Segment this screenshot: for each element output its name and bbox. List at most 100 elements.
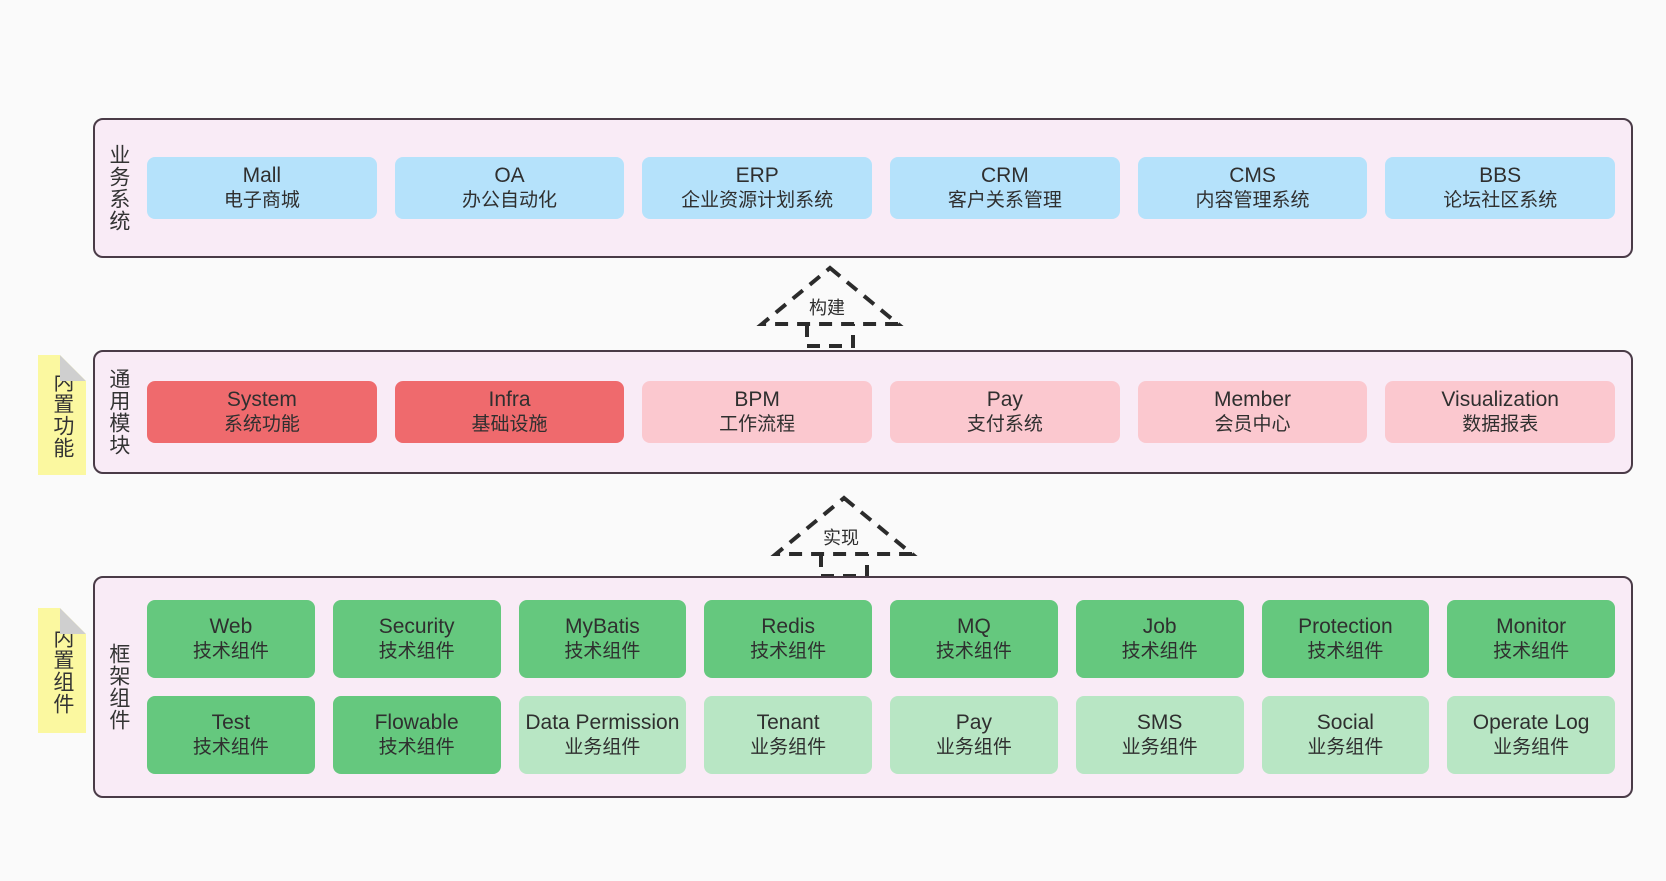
- card-title: SMS: [1136, 710, 1183, 734]
- card-subtitle: 业务组件: [935, 737, 1012, 759]
- card-subtitle: 数据报表: [1462, 414, 1539, 436]
- card-subtitle: 技术组件: [1121, 641, 1198, 663]
- card-title: Operate Log: [1472, 710, 1590, 734]
- card-visualization[interactable]: Visualization 数据报表: [1385, 380, 1616, 444]
- card-title: BPM: [734, 387, 780, 411]
- connector-build-label: 构建: [809, 298, 845, 318]
- card-title: Pay: [955, 710, 992, 734]
- card-mybatis[interactable]: MyBatis 技术组件: [518, 600, 687, 678]
- card-title: System: [226, 387, 297, 411]
- card-subtitle: 支付系统: [966, 414, 1043, 436]
- card-erp[interactable]: ERP 企业资源计划系统: [642, 156, 873, 220]
- card-subtitle: 论坛社区系统: [1443, 190, 1558, 212]
- card-subtitle: 基础设施: [471, 414, 548, 436]
- card-cms[interactable]: CMS 内容管理系统: [1137, 156, 1368, 220]
- card-monitor[interactable]: Monitor 技术组件: [1447, 600, 1615, 678]
- card-subtitle: 技术组件: [1493, 641, 1570, 663]
- sticky-note-text: 内置组件: [50, 626, 74, 715]
- card-subtitle: 技术组件: [1307, 641, 1384, 663]
- card-mall[interactable]: Mall 电子商城: [147, 156, 377, 220]
- layer-title-business-system: 业务系统: [106, 144, 130, 232]
- card-title: Tenant: [756, 710, 820, 734]
- card-title: Data Permission: [525, 710, 680, 734]
- card-subtitle: 内容管理系统: [1195, 190, 1310, 212]
- card-data-permission[interactable]: Data Permission 业务组件: [518, 696, 687, 774]
- card-title: Infra: [488, 387, 531, 411]
- card-subtitle: 技术组件: [378, 737, 455, 759]
- layer-framework-components: 框架组件 Web 技术组件 Security 技术组件 MyBatis 技术组件…: [93, 576, 1633, 798]
- card-tenant[interactable]: Tenant 业务组件: [704, 696, 872, 774]
- card-subtitle: 业务组件: [564, 737, 641, 759]
- card-bbs[interactable]: BBS 论坛社区系统: [1385, 156, 1616, 220]
- connector-implement-label: 实现: [823, 528, 859, 548]
- card-row: System 系统功能 Infra 基础设施 BPM 工作流程 Pay 支付系统…: [147, 380, 1616, 444]
- card-title: OA: [494, 163, 525, 187]
- card-subtitle: 技术组件: [564, 641, 641, 663]
- card-title: Security: [378, 614, 455, 638]
- card-security[interactable]: Security 技术组件: [332, 600, 501, 678]
- card-title: Redis: [761, 614, 815, 638]
- card-subtitle: 电子商城: [223, 190, 300, 212]
- card-subtitle: 办公自动化: [462, 190, 558, 212]
- card-subtitle: 技术组件: [192, 641, 269, 663]
- layer-body-framework-components: Web 技术组件 Security 技术组件 MyBatis 技术组件 Redi…: [141, 578, 1631, 796]
- arrow-stem: [819, 554, 869, 578]
- card-subtitle: 技术组件: [192, 737, 269, 759]
- card-title: Test: [211, 710, 251, 734]
- card-title: BBS: [1479, 163, 1522, 187]
- card-subtitle: 工作流程: [719, 414, 796, 436]
- layer-body-common-modules: System 系统功能 Infra 基础设施 BPM 工作流程 Pay 支付系统…: [141, 352, 1631, 472]
- card-pay[interactable]: Pay 支付系统: [890, 380, 1120, 444]
- card-title: Social: [1316, 710, 1374, 734]
- card-subtitle: 业务组件: [750, 737, 827, 759]
- card-title: Pay: [986, 387, 1023, 411]
- layer-title-common-modules: 通用模块: [106, 368, 130, 456]
- card-social[interactable]: Social 业务组件: [1261, 696, 1430, 774]
- card-title: Monitor: [1496, 614, 1567, 638]
- sticky-note-builtin-features: 内置功能: [38, 355, 86, 475]
- sticky-note-builtin-components: 内置组件: [38, 608, 86, 733]
- card-oa[interactable]: OA 办公自动化: [394, 156, 625, 220]
- card-title: Visualization: [1441, 387, 1559, 411]
- card-crm[interactable]: CRM 客户关系管理: [890, 156, 1120, 220]
- card-member[interactable]: Member 会员中心: [1137, 380, 1368, 444]
- card-title: Flowable: [374, 710, 459, 734]
- card-subtitle: 系统功能: [223, 414, 300, 436]
- layer-title-framework-components: 框架组件: [106, 643, 130, 731]
- layer-business-system: 业务系统 Mall 电子商城 OA 办公自动化 ERP 企业资源计划系统 CRM…: [93, 118, 1633, 258]
- card-subtitle: 客户关系管理: [947, 190, 1062, 212]
- card-bpm[interactable]: BPM 工作流程: [642, 380, 873, 444]
- layer-common-modules: 通用模块 System 系统功能 Infra 基础设施 BPM 工作流程 Pay…: [93, 350, 1633, 474]
- card-infra[interactable]: Infra 基础设施: [394, 380, 625, 444]
- card-system[interactable]: System 系统功能: [147, 380, 377, 444]
- card-sms[interactable]: SMS 业务组件: [1075, 696, 1244, 774]
- card-pay-component[interactable]: Pay 业务组件: [890, 696, 1058, 774]
- card-title: Job: [1142, 614, 1177, 638]
- card-title: CMS: [1229, 163, 1276, 187]
- layer-body-business-system: Mall 电子商城 OA 办公自动化 ERP 企业资源计划系统 CRM 客户关系…: [141, 120, 1631, 256]
- card-operate-log[interactable]: Operate Log 业务组件: [1447, 696, 1615, 774]
- folded-corner-icon: [60, 608, 86, 634]
- card-title: CRM: [980, 163, 1029, 187]
- card-flowable[interactable]: Flowable 技术组件: [332, 696, 501, 774]
- card-web[interactable]: Web 技术组件: [147, 600, 315, 678]
- card-title: ERP: [735, 163, 779, 187]
- card-subtitle: 业务组件: [1307, 737, 1384, 759]
- card-row: Web 技术组件 Security 技术组件 MyBatis 技术组件 Redi…: [147, 600, 1615, 678]
- card-subtitle: 技术组件: [750, 641, 827, 663]
- card-subtitle: 会员中心: [1214, 414, 1291, 436]
- card-job[interactable]: Job 技术组件: [1075, 600, 1244, 678]
- arrow-stem: [805, 324, 855, 348]
- card-protection[interactable]: Protection 技术组件: [1261, 600, 1430, 678]
- sticky-note-text: 内置功能: [50, 371, 74, 459]
- card-row: Test 技术组件 Flowable 技术组件 Data Permission …: [147, 696, 1615, 774]
- card-redis[interactable]: Redis 技术组件: [704, 600, 872, 678]
- card-subtitle: 企业资源计划系统: [681, 190, 834, 212]
- card-subtitle: 技术组件: [378, 641, 455, 663]
- card-test[interactable]: Test 技术组件: [147, 696, 315, 774]
- card-subtitle: 业务组件: [1121, 737, 1198, 759]
- card-row: Mall 电子商城 OA 办公自动化 ERP 企业资源计划系统 CRM 客户关系…: [147, 156, 1616, 220]
- card-title: Protection: [1298, 614, 1393, 638]
- card-mq[interactable]: MQ 技术组件: [890, 600, 1058, 678]
